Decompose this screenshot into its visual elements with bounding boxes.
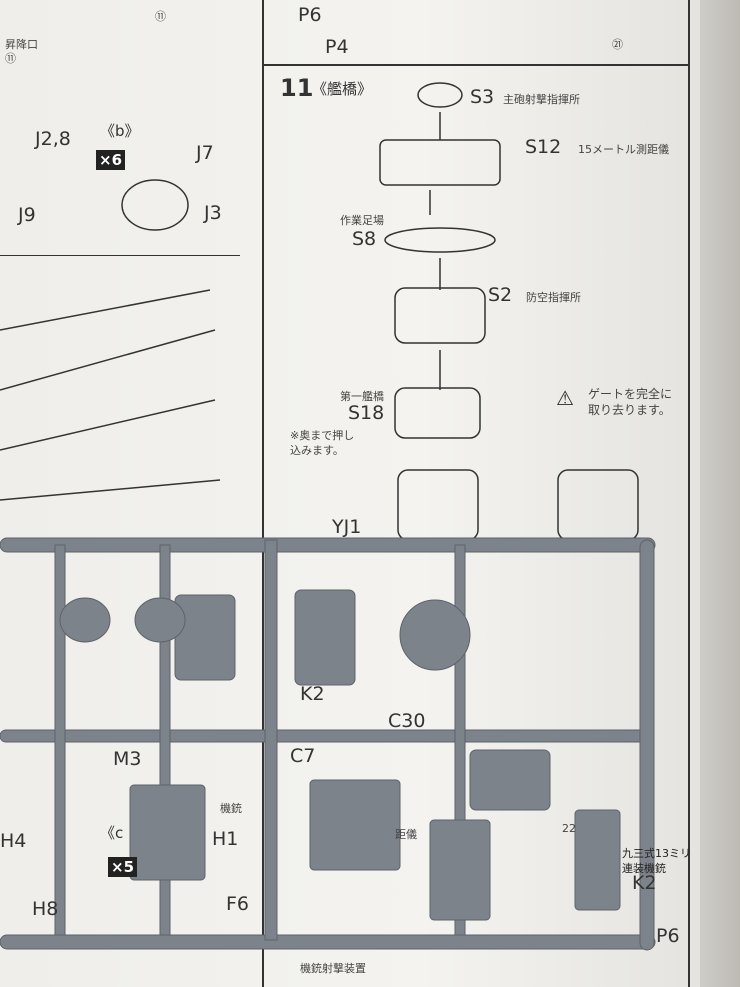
group-c: 《c <box>100 824 124 842</box>
circled-number: ⑪ <box>155 10 166 23</box>
qty-x6: ×6 <box>96 150 126 170</box>
sprue-frame <box>0 537 656 951</box>
warning-icon: ⚠ <box>556 386 574 410</box>
part-s8: S8 <box>352 228 377 250</box>
sprue-part <box>134 597 186 643</box>
part-c30: C30 <box>388 710 426 732</box>
part-s12-drawing <box>379 139 501 186</box>
part-j3-drawing <box>121 179 189 231</box>
mg-fragment: 機銃 <box>220 802 242 815</box>
mg-director-label: 機銃射撃装置 <box>300 962 366 975</box>
bridge-base-drawing <box>397 469 479 541</box>
sprue-part <box>59 597 111 643</box>
part-s2: S2 <box>488 284 513 306</box>
sprue-part <box>429 819 491 921</box>
part-h8: H8 <box>32 898 59 920</box>
qty-x5: ×5 <box>108 857 138 877</box>
step-22: 22 <box>562 822 576 835</box>
s8-desc: 作業足場 <box>340 214 384 227</box>
part-c7: C7 <box>290 745 316 767</box>
part-j28: J2,8 <box>35 128 71 150</box>
part-j3: J3 <box>204 202 222 224</box>
part-p6: P6 <box>298 4 322 26</box>
part-s12: S12 <box>525 136 562 158</box>
part-s18-drawing <box>394 387 481 439</box>
mg-desc: 九三式13ミリ 連装機銃 <box>622 847 691 875</box>
s2-desc: 防空指揮所 <box>526 291 581 304</box>
part-s8-drawing <box>384 227 496 253</box>
sprue-part <box>399 599 471 671</box>
part-s3-drawing <box>417 82 463 108</box>
s12-desc: 15メートル測距儀 <box>578 143 669 156</box>
part-yj1: YJ1 <box>332 516 362 538</box>
part-s3: S3 <box>470 86 495 108</box>
sprue-part <box>309 779 401 871</box>
part-s2-drawing <box>394 287 486 344</box>
sprue-part <box>469 749 551 811</box>
push-note: ※奥まで押し 込みます。 <box>290 429 355 457</box>
sprue-part <box>294 589 356 686</box>
sprue-part <box>174 594 236 681</box>
s3-desc: 主砲射撃指揮所 <box>503 93 580 106</box>
part-m3: M3 <box>113 748 142 770</box>
sprue-part <box>129 784 206 881</box>
part-f6: F6 <box>226 893 250 915</box>
part-h4: H4 <box>0 830 27 852</box>
divider <box>0 255 240 256</box>
bridge-base-drawing <box>557 469 639 541</box>
part-j9: J9 <box>18 204 36 226</box>
hatch-label: 昇降口 <box>5 38 38 51</box>
step-number: 11 <box>280 74 314 102</box>
divider <box>262 0 264 987</box>
hull-drawing <box>0 289 221 501</box>
part-s18: S18 <box>348 402 385 424</box>
circled-number: ㉑ <box>612 38 623 51</box>
divider <box>688 0 690 987</box>
group-b: 《b》 <box>100 122 140 140</box>
part-j7: J7 <box>196 142 214 164</box>
sprue-part <box>574 809 621 911</box>
part-p6-fragment: P6 <box>656 925 680 947</box>
divider <box>262 64 690 66</box>
part-p4: P4 <box>325 36 349 58</box>
circled-number: ⑪ <box>5 52 16 65</box>
s18-desc: 第一艦橋 <box>340 390 384 403</box>
part-h1: H1 <box>212 828 239 850</box>
part-k2b: K2 <box>632 872 657 894</box>
step-title: 《艦橋》 <box>312 80 373 98</box>
table-background <box>700 0 740 987</box>
gate-note: ゲートを完全に 取り去ります。 <box>588 387 673 417</box>
part-k2: K2 <box>300 683 325 705</box>
rangefinder-fragment: 距儀 <box>395 828 417 841</box>
